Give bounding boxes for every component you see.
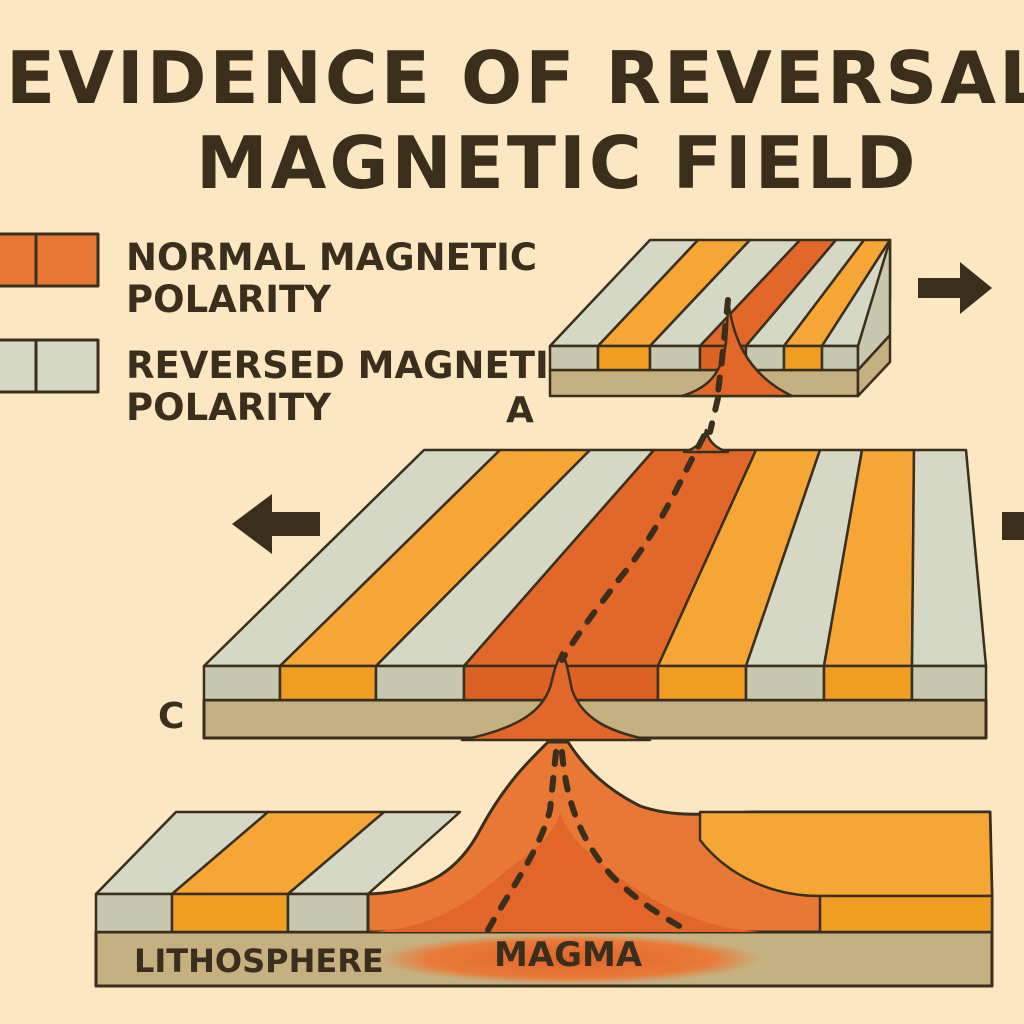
label-lithosphere: LITHOSPHERE [134, 942, 384, 980]
legend: NORMAL MAGNETIC POLARITY REVERSED MAGNET… [0, 232, 576, 429]
arrow-right-upper [918, 262, 992, 314]
bottom-block [94, 740, 994, 988]
arrow-right-lower [1002, 512, 1024, 540]
legend-normal-swatch [0, 232, 100, 288]
block-c [202, 428, 988, 742]
block-a [548, 238, 892, 398]
legend-normal-label-2: POLARITY [126, 278, 332, 321]
label-c: C [158, 696, 184, 737]
label-a: A [506, 390, 534, 431]
ridge-axis-link-a [707, 395, 721, 435]
legend-reversed-label-1: REVERSED MAGNETIC [126, 344, 576, 387]
label-magma: MAGMA [494, 935, 643, 975]
title-line-2: MAGNETIC FIELD [196, 121, 919, 205]
legend-normal-label-1: NORMAL MAGNETIC [126, 236, 537, 279]
arrow-left [232, 494, 320, 554]
legend-reversed-label-2: POLARITY [126, 386, 332, 429]
title-line-1: EVIDENCE OF REVERSAL OF [6, 36, 1024, 120]
magma-chamber [380, 934, 760, 984]
legend-reversed-swatch [0, 338, 100, 394]
